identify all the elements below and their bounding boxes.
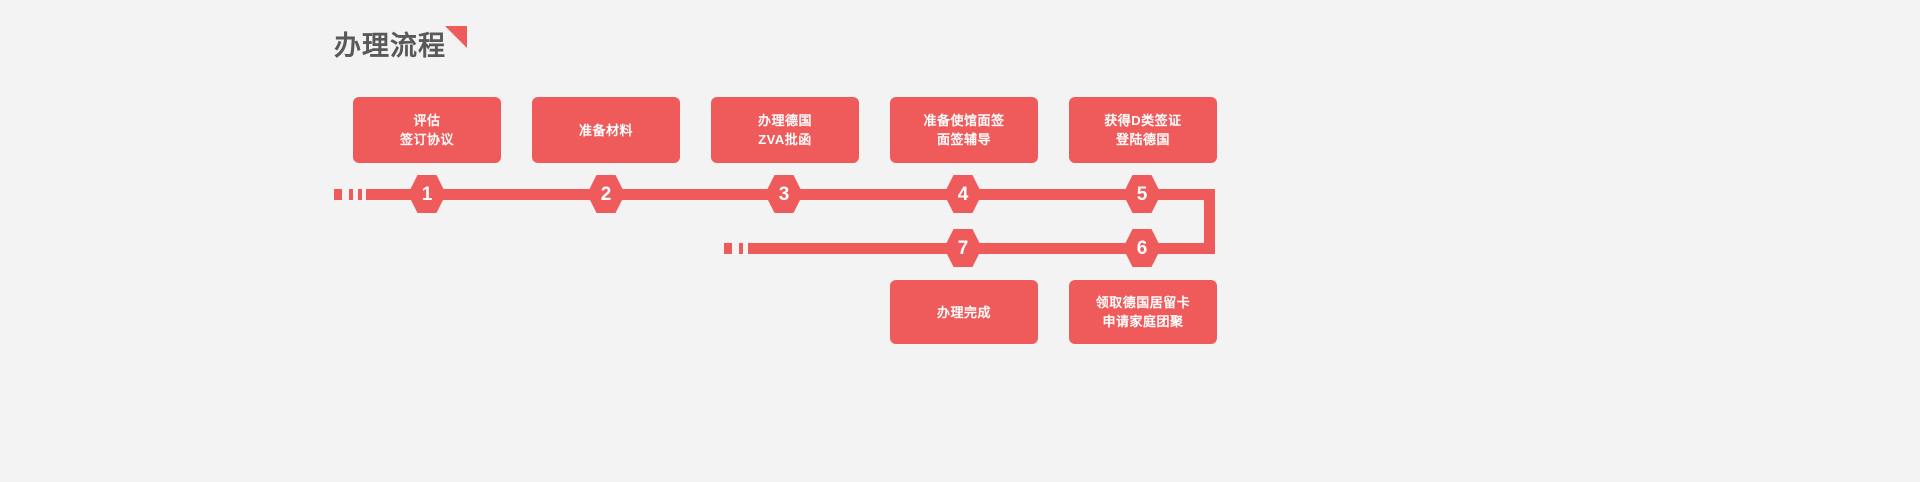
timeline-rail-row-2 [752,243,1215,254]
triangle-corner-icon [445,26,467,48]
step-marker-1[interactable]: 1 [408,175,446,213]
step-box-1[interactable]: 评估 签订协议 [353,97,501,163]
step-box-2-line-1: 准备材料 [578,122,633,138]
step-box-5-line-1: 获得D类签证 [1104,113,1182,128]
dash-bar-icon [349,189,353,200]
step-marker-7[interactable]: 7 [944,229,982,267]
step-box-6-line-1: 领取德国居留卡 [1095,295,1191,310]
dash-square-icon [334,189,342,200]
step-marker-3[interactable]: 3 [765,175,803,213]
timeline-dash-lead-row-1 [334,189,362,200]
dash-bar-icon [748,243,752,254]
step-box-3-line-2: ZVA批函 [758,132,812,147]
step-box-4[interactable]: 准备使馆面签 面签辅导 [890,97,1038,163]
step-marker-4[interactable]: 4 [944,175,982,213]
step-marker-5[interactable]: 5 [1123,175,1161,213]
section-header: 办理流程 [334,26,467,64]
dash-bar-icon [358,189,362,200]
dash-square-icon [724,243,732,254]
step-box-3[interactable]: 办理德国 ZVA批函 [711,97,859,163]
step-box-3-line-1: 办理德国 [757,113,812,128]
step-box-5-line-2: 登陆德国 [1115,132,1170,147]
step-marker-2[interactable]: 2 [587,175,625,213]
timeline-dash-lead-row-2 [724,243,752,254]
page-title: 办理流程 [334,31,446,61]
step-box-4-line-1: 准备使馆面签 [923,113,1005,128]
step-box-5[interactable]: 获得D类签证 登陆德国 [1069,97,1217,163]
step-box-6-line-2: 申请家庭团聚 [1102,314,1184,329]
step-box-7[interactable]: 办理完成 [890,280,1038,344]
dash-bar-icon [739,243,743,254]
step-box-1-line-2: 签订协议 [399,132,454,147]
timeline-rail-connector [1204,189,1215,254]
step-box-1-line-1: 评估 [413,113,441,128]
step-box-4-line-2: 面签辅导 [936,132,991,147]
step-box-6[interactable]: 领取德国居留卡 申请家庭团聚 [1069,280,1217,344]
step-box-2[interactable]: 准备材料 [532,97,680,163]
step-marker-6[interactable]: 6 [1123,229,1161,267]
step-box-7-line-1: 办理完成 [936,304,991,320]
